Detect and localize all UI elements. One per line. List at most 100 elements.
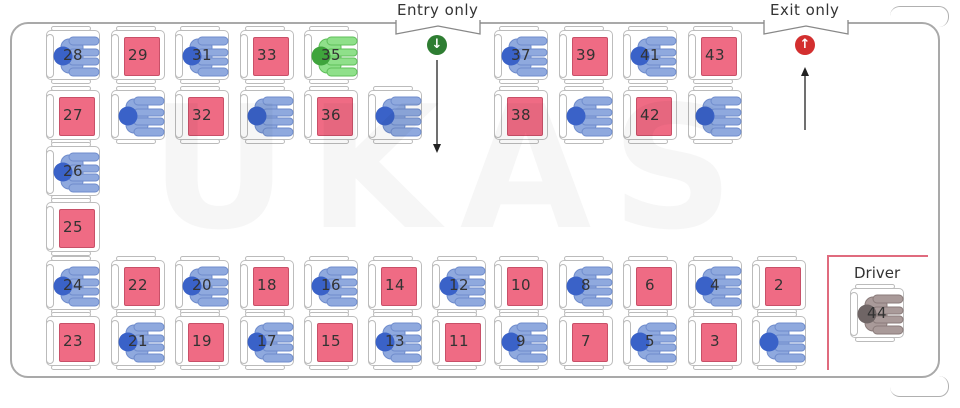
seat-7[interactable]: 7 xyxy=(559,312,613,370)
seat-armrest xyxy=(757,365,797,370)
seat-back xyxy=(46,206,54,250)
seat-42[interactable]: 42 xyxy=(623,86,677,144)
arrow-up-icon: ↑ xyxy=(795,35,815,55)
seat-armrest xyxy=(564,312,604,317)
passenger-icon xyxy=(630,36,677,77)
seat-23[interactable]: 23 xyxy=(46,312,100,370)
seat-30[interactable] xyxy=(111,86,165,144)
seat-number: 36 xyxy=(320,106,342,124)
driver-cabin-divider xyxy=(827,255,928,370)
seat-back xyxy=(752,264,760,308)
seat-armrest xyxy=(499,312,539,317)
seat-armrest xyxy=(499,26,539,31)
passenger-icon xyxy=(695,266,742,307)
seat-armrest xyxy=(693,312,733,317)
seat-back xyxy=(494,264,502,308)
seat-21[interactable]: 21 xyxy=(111,312,165,370)
seat-41[interactable]: 41 xyxy=(623,26,677,84)
seat-back xyxy=(494,94,502,138)
seat-armrest xyxy=(51,198,91,203)
seat-38[interactable]: 38 xyxy=(494,86,548,144)
seat-number: 29 xyxy=(127,46,149,64)
seat-number: 11 xyxy=(448,332,470,350)
seat-19[interactable]: 19 xyxy=(175,312,229,370)
seat-cushion xyxy=(253,37,289,76)
seat-armrest xyxy=(180,26,220,31)
seat-39[interactable]: 39 xyxy=(559,26,613,84)
seat-3[interactable]: 3 xyxy=(688,312,742,370)
seat-number: 42 xyxy=(639,106,661,124)
seat-36b[interactable] xyxy=(368,86,422,144)
seat-9[interactable]: 9 xyxy=(494,312,548,370)
passenger-icon xyxy=(247,322,294,363)
passenger-icon xyxy=(182,266,229,307)
seat-10[interactable]: 10 xyxy=(494,256,548,314)
seat-number: 26 xyxy=(62,162,84,180)
passenger-icon xyxy=(695,96,742,137)
seat-24[interactable]: 24 xyxy=(46,256,100,314)
seat-37[interactable]: 37 xyxy=(494,26,548,84)
entry-door-notch xyxy=(395,20,481,35)
entry-label: Entry only xyxy=(397,1,479,19)
seat-14[interactable]: 14 xyxy=(368,256,422,314)
passenger-icon xyxy=(375,96,422,137)
passenger-icon xyxy=(118,322,165,363)
seat-6[interactable]: 6 xyxy=(623,256,677,314)
seat-armrest xyxy=(373,312,413,317)
seat-number: 44 xyxy=(866,304,888,322)
passenger-icon xyxy=(566,266,613,307)
seat-number: 13 xyxy=(384,332,406,350)
seat-40[interactable] xyxy=(559,86,613,144)
seat-number: 17 xyxy=(256,332,278,350)
seat-armrest xyxy=(855,284,895,289)
seat-25[interactable]: 25 xyxy=(46,198,100,256)
seat-43[interactable]: 43 xyxy=(688,26,742,84)
seat-12[interactable]: 12 xyxy=(432,256,486,314)
seat-8[interactable]: 8 xyxy=(559,256,613,314)
seat-5[interactable]: 5 xyxy=(623,312,677,370)
seat-17[interactable]: 17 xyxy=(240,312,294,370)
exit-door-notch xyxy=(763,20,849,35)
seat-32[interactable]: 32 xyxy=(175,86,229,144)
seat-33[interactable]: 33 xyxy=(240,26,294,84)
seat-4[interactable]: 4 xyxy=(688,256,742,314)
seat-31[interactable]: 31 xyxy=(175,26,229,84)
seat-36[interactable]: 36 xyxy=(304,86,358,144)
seat-armrest xyxy=(628,86,668,91)
seat-cushion xyxy=(59,209,95,248)
seat-11[interactable]: 11 xyxy=(432,312,486,370)
seat-armrest xyxy=(309,26,349,31)
seat-number: 19 xyxy=(191,332,213,350)
seat-armrest xyxy=(437,312,477,317)
seat-armrest xyxy=(116,256,156,261)
seat-armrest xyxy=(373,256,413,261)
seat-number: 15 xyxy=(320,332,342,350)
seat-27[interactable]: 27 xyxy=(46,86,100,144)
seat-cushion xyxy=(572,37,608,76)
seat-26[interactable]: 26 xyxy=(46,142,100,200)
seat-number: 31 xyxy=(191,46,213,64)
seat-1[interactable] xyxy=(752,312,806,370)
seat-armrest xyxy=(373,365,413,370)
seat-armrest xyxy=(564,79,604,84)
seat-13[interactable]: 13 xyxy=(368,312,422,370)
seat-armrest xyxy=(309,86,349,91)
seat-armrest xyxy=(180,86,220,91)
seat-number: 43 xyxy=(704,46,726,64)
seat-15[interactable]: 15 xyxy=(304,312,358,370)
seat-29[interactable]: 29 xyxy=(111,26,165,84)
seat-armrest xyxy=(309,365,349,370)
seat-2[interactable]: 2 xyxy=(752,256,806,314)
seat-44b[interactable] xyxy=(688,86,742,144)
seat-28[interactable]: 28 xyxy=(46,26,100,84)
seat-back xyxy=(688,34,696,78)
passenger-icon xyxy=(53,266,100,307)
seat-cushion xyxy=(124,267,160,306)
seat-18[interactable]: 18 xyxy=(240,256,294,314)
seat-armrest xyxy=(245,139,285,144)
seat-20[interactable]: 20 xyxy=(175,256,229,314)
seat-22[interactable]: 22 xyxy=(111,256,165,314)
seat-35[interactable]: 35 xyxy=(304,26,358,84)
seat-16[interactable]: 16 xyxy=(304,256,358,314)
seat-34[interactable] xyxy=(240,86,294,144)
